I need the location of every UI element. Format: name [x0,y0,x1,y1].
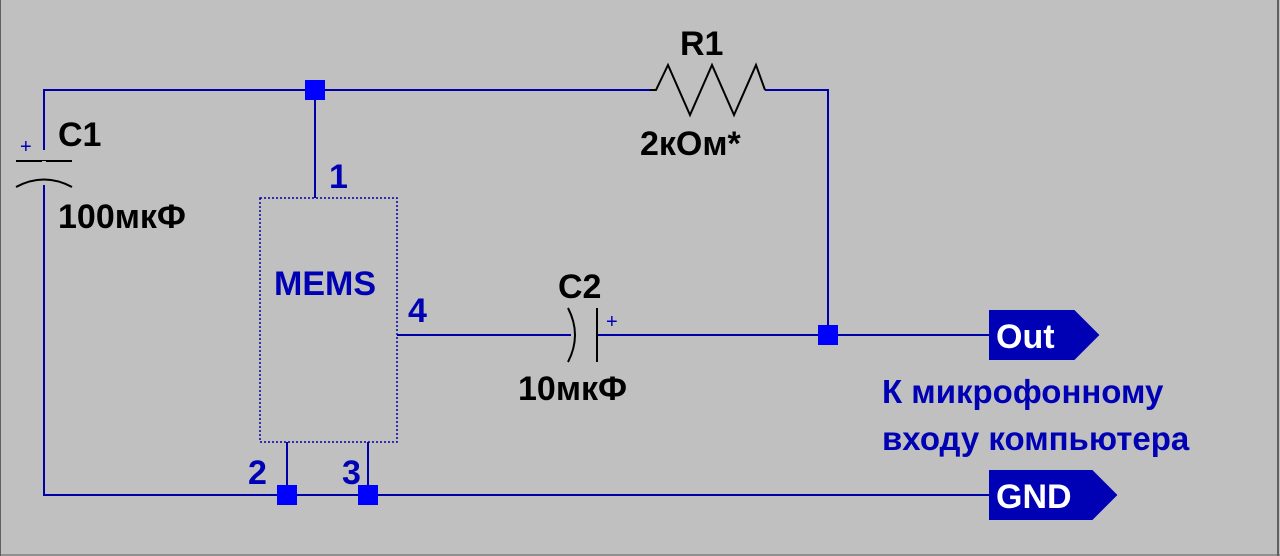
out-flag-label: Out [996,318,1055,356]
wire-gnd-rail [43,185,990,496]
r1-zigzag [650,62,766,118]
net-flag-gnd: GND [989,470,1118,520]
junction-pin2 [277,485,297,505]
wires [43,89,990,496]
r1-ref-label: R1 [680,25,723,63]
c2-value-label: 10мкФ [518,370,627,408]
c1-ref-label: C1 [58,116,101,154]
gnd-flag-shape [989,470,1118,520]
note-line-2: входу компьютера [882,420,1190,457]
junctions [277,80,838,505]
wire-top-rail [43,89,650,150]
junction-out [818,325,838,345]
c1-value-label: 100мкФ [58,198,186,236]
junction-top [305,80,325,100]
mems-body [259,197,398,443]
c1-plate-negative [15,178,73,188]
mems-pin3-label: 3 [342,454,361,492]
c2-plate-negative [567,307,576,363]
mems-pin4-label: 4 [408,292,427,330]
net-flag-out: Out [989,310,1100,360]
c2-ref-label: C2 [558,268,601,306]
wire-r1-to-out [765,89,829,335]
note-line-1: К микрофонному [882,373,1164,410]
annotation-note: К микрофонному входу компьютера [882,373,1190,457]
c1-plus-sign: + [20,136,32,158]
resistor-r1: R1 2кОм* [640,25,766,163]
c2-plus-sign: + [606,311,618,333]
capacitor-c1: + C1 100мкФ [15,116,186,236]
mems-pin1-label: 1 [329,158,348,196]
mems-label: MEMS [274,265,376,303]
r1-value-label: 2кОм* [640,125,742,163]
gnd-flag-label: GND [996,478,1072,516]
out-flag-inner [993,314,1094,356]
mems-pin2-label: 2 [248,454,267,492]
capacitor-c2: + C2 10мкФ [518,268,627,408]
junction-pin3 [358,485,378,505]
mems-component: MEMS 1 2 3 4 [248,158,427,492]
